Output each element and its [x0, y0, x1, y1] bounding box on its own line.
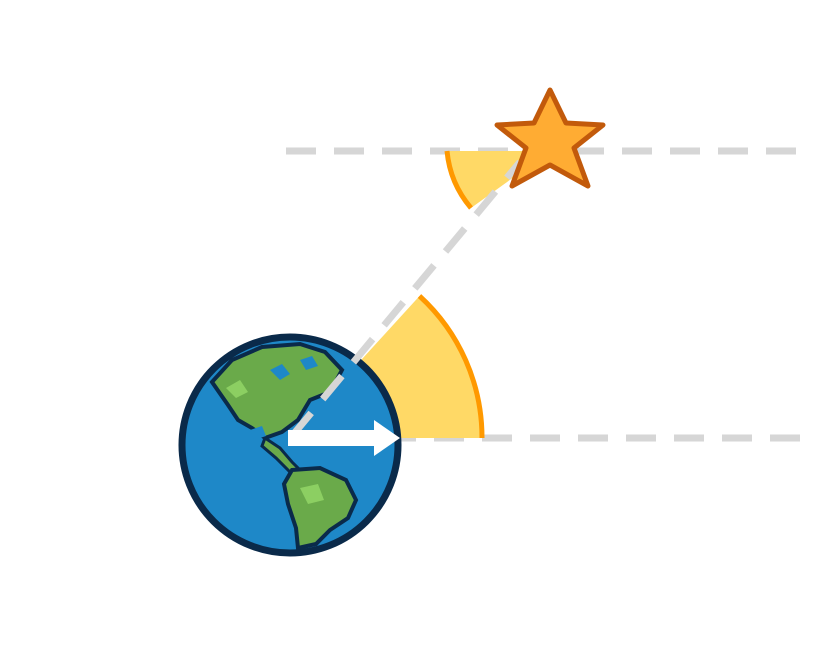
- direction-arrow: [288, 420, 400, 456]
- line-of-sight: [289, 159, 523, 439]
- star-icon: [494, 87, 606, 189]
- star-angle-arc: [444, 150, 473, 210]
- earth-angle-arc: [417, 294, 485, 439]
